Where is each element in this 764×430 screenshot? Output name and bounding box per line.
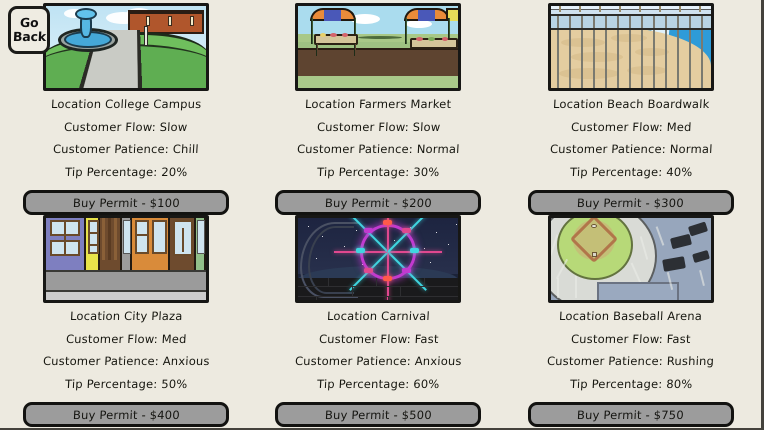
customer-patience: Customer Patience: Anxious — [42, 354, 210, 368]
customer-flow: Customer Flow: Med — [570, 119, 692, 134]
buy-permit-label: Buy Permit - $200 — [324, 195, 433, 210]
customer-flow: Customer Flow: Slow — [64, 119, 189, 134]
location-details: Location Beach Boardwalk Customer Flow: … — [505, 97, 757, 189]
tip-percentage: Tip Percentage: 60% — [316, 376, 441, 391]
customer-patience: Customer Patience: Normal — [549, 142, 713, 156]
location-card-carnival[interactable]: Location Carnival Customer Flow: Fast Cu… — [252, 212, 504, 427]
location-card-baseball-arena[interactable]: Location Baseball Arena Customer Flow: F… — [505, 212, 757, 427]
city-plaza-thumbnail — [43, 215, 210, 303]
go-back-button[interactable]: Go Back — [8, 6, 50, 54]
buy-permit-button[interactable]: Buy Permit - $100 — [23, 190, 230, 215]
customer-patience: Customer Patience: Chill — [52, 142, 200, 156]
buy-permit-button[interactable]: Buy Permit - $200 — [275, 190, 482, 215]
buy-permit-button[interactable]: Buy Permit - $750 — [527, 402, 734, 427]
location-name: Location Beach Boardwalk — [552, 97, 710, 111]
location-details: Location Baseball Arena Customer Flow: F… — [505, 309, 757, 401]
location-card-beach-boardwalk[interactable]: Location Beach Boardwalk Customer Flow: … — [505, 0, 757, 215]
location-name: Location City Plaza — [69, 309, 183, 323]
go-back-label-line1: Go — [19, 14, 39, 30]
location-card-college-campus[interactable]: Location College Campus Customer Flow: S… — [0, 0, 252, 215]
tip-percentage: Tip Percentage: 30% — [316, 164, 441, 179]
location-name: Location College Campus — [50, 97, 202, 111]
go-back-label-line2: Back — [12, 29, 46, 44]
customer-patience: Customer Patience: Normal — [296, 142, 461, 156]
tip-percentage: Tip Percentage: 20% — [64, 164, 188, 179]
customer-flow: Customer Flow: Slow — [316, 119, 441, 134]
location-details: Location City Plaza Customer Flow: Med C… — [0, 309, 252, 401]
location-details: Location Carnival Customer Flow: Fast Cu… — [252, 309, 504, 401]
location-details: Location College Campus Customer Flow: S… — [0, 97, 252, 189]
baseball-arena-thumbnail — [547, 215, 714, 303]
buy-permit-label: Buy Permit - $400 — [72, 407, 180, 422]
buy-permit-label: Buy Permit - $300 — [577, 195, 685, 210]
buy-permit-button[interactable]: Buy Permit - $400 — [23, 402, 230, 427]
tip-percentage: Tip Percentage: 80% — [569, 376, 693, 391]
carnival-thumbnail — [295, 215, 462, 303]
customer-flow: Customer Flow: Med — [65, 331, 187, 346]
farmers-market-thumbnail — [295, 3, 462, 91]
buy-permit-button[interactable]: Buy Permit - $500 — [275, 402, 482, 427]
college-campus-thumbnail — [43, 3, 210, 91]
location-card-city-plaza[interactable]: Location City Plaza Customer Flow: Med C… — [0, 212, 252, 427]
tip-percentage: Tip Percentage: 40% — [569, 164, 693, 179]
buy-permit-label: Buy Permit - $750 — [577, 407, 685, 422]
customer-flow: Customer Flow: Fast — [318, 331, 439, 346]
location-details: Location Farmers Market Customer Flow: S… — [252, 97, 504, 189]
buy-permit-label: Buy Permit - $500 — [324, 407, 433, 422]
location-name: Location Carnival — [326, 309, 431, 323]
beach-boardwalk-thumbnail — [547, 3, 714, 91]
customer-patience: Customer Patience: Rushing — [546, 354, 715, 368]
buy-permit-label: Buy Permit - $100 — [72, 195, 180, 210]
customer-flow: Customer Flow: Fast — [570, 331, 692, 346]
location-name: Location Baseball Arena — [558, 309, 703, 323]
location-name: Location Farmers Market — [305, 97, 452, 111]
location-card-farmers-market[interactable]: Location Farmers Market Customer Flow: S… — [252, 0, 504, 215]
customer-patience: Customer Patience: Anxious — [294, 354, 463, 368]
buy-permit-button[interactable]: Buy Permit - $300 — [527, 190, 734, 215]
tip-percentage: Tip Percentage: 50% — [64, 376, 188, 391]
